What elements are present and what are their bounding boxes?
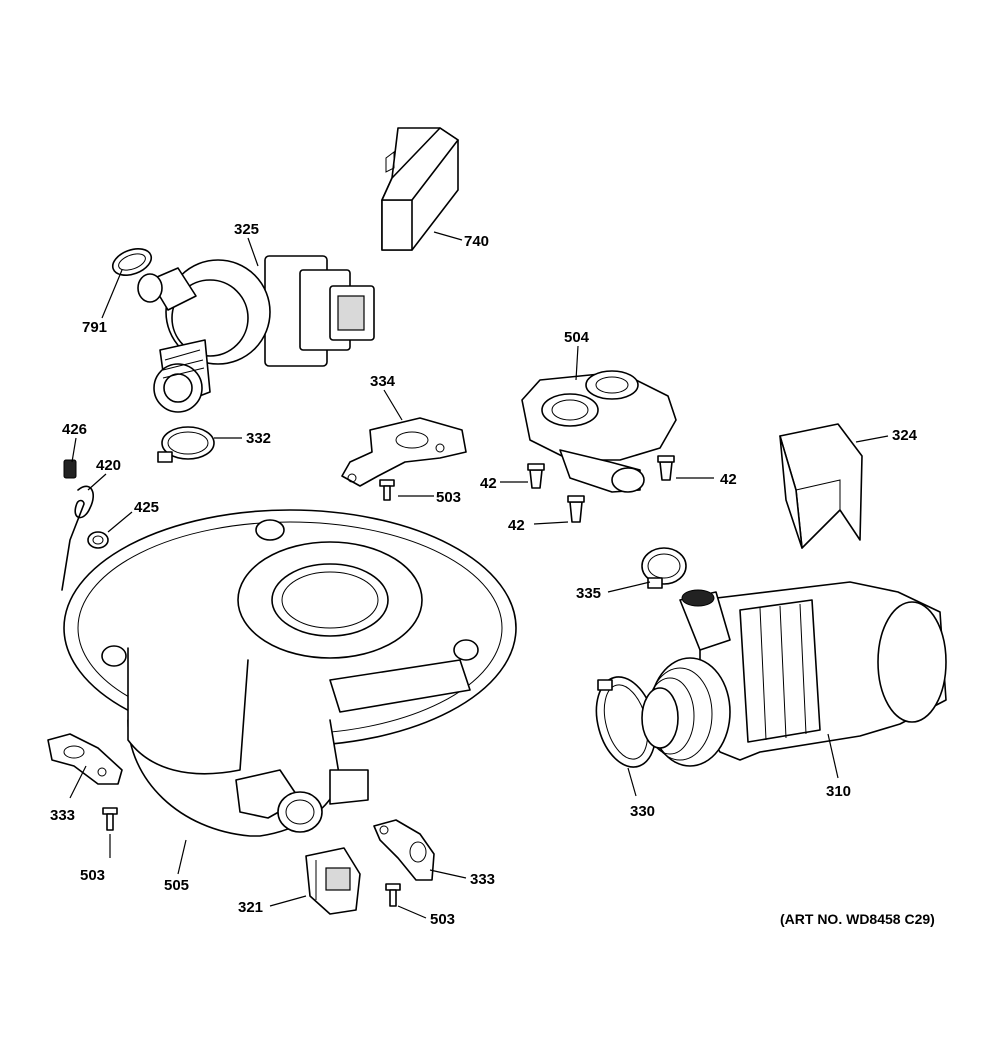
part-335-clamp[interactable] — [641, 547, 687, 589]
part-42-screw-b[interactable] — [657, 455, 675, 481]
callout-425: 425 — [134, 499, 159, 516]
callout-503-c: 503 — [430, 911, 455, 928]
callout-503-a: 503 — [436, 489, 461, 506]
callout-791: 791 — [82, 319, 107, 336]
callout-420: 420 — [96, 457, 121, 474]
part-505-sump[interactable] — [63, 509, 517, 837]
part-42-screw-a[interactable] — [527, 463, 545, 489]
callout-505: 505 — [164, 877, 189, 894]
callout-310: 310 — [826, 783, 851, 800]
part-426-fitting[interactable] — [63, 459, 77, 479]
part-321-sensor[interactable] — [305, 847, 361, 915]
part-325-drain-pump[interactable] — [137, 255, 375, 413]
part-503-screw-b[interactable] — [102, 807, 118, 831]
callout-333-a: 333 — [50, 807, 75, 824]
part-334-bracket[interactable] — [341, 417, 467, 487]
part-503-screw-c[interactable] — [385, 883, 401, 907]
callout-42-a: 42 — [480, 475, 497, 492]
part-740-cover[interactable] — [381, 127, 459, 251]
callout-333-b: 333 — [470, 871, 495, 888]
art-number: (ART NO. WD8458 C29) — [780, 911, 935, 927]
callout-325: 325 — [234, 221, 259, 238]
callout-503-b: 503 — [80, 867, 105, 884]
part-503-screw-a[interactable] — [379, 479, 395, 501]
callout-321: 321 — [238, 899, 263, 916]
part-425-grommet[interactable] — [87, 531, 109, 549]
callout-334: 334 — [370, 373, 396, 390]
callout-740: 740 — [464, 233, 489, 250]
callout-330: 330 — [630, 803, 655, 820]
callout-42-c: 42 — [508, 517, 525, 534]
callout-42-b: 42 — [720, 471, 737, 488]
callout-504: 504 — [564, 329, 590, 346]
callout-332: 332 — [246, 430, 271, 447]
part-791-clamp[interactable] — [109, 244, 155, 280]
leader-lines — [69, 231, 889, 919]
part-332-clamp[interactable] — [157, 426, 215, 463]
part-324-bracket[interactable] — [779, 423, 863, 549]
callout-426: 426 — [62, 421, 87, 438]
part-330-clamp[interactable] — [587, 670, 665, 773]
part-42-screw-c[interactable] — [567, 495, 585, 523]
part-420-wire[interactable] — [61, 485, 94, 591]
part-333-bracket-b[interactable] — [373, 819, 435, 881]
part-333-bracket-a[interactable] — [47, 733, 123, 785]
part-504-diverter[interactable] — [521, 370, 677, 493]
callout-335: 335 — [576, 585, 601, 602]
part-310-circulation-pump[interactable] — [641, 581, 947, 767]
callout-324: 324 — [892, 427, 918, 444]
